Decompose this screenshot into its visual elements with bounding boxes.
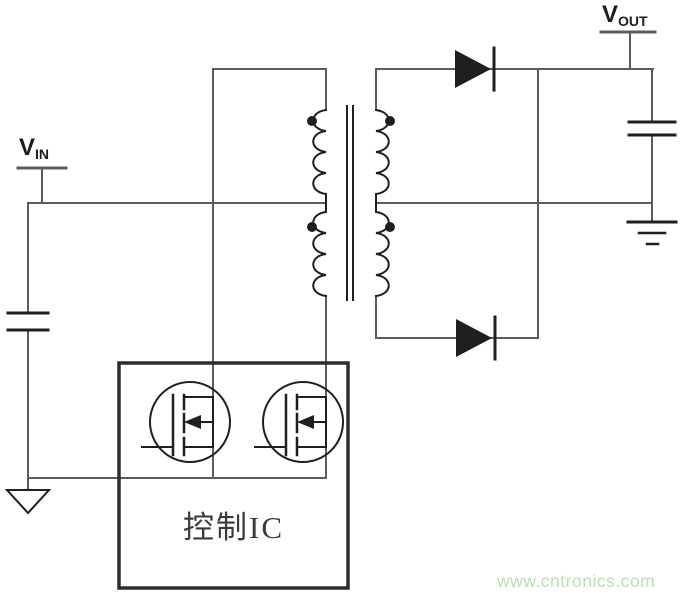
- mosfet-arrow-icon: [297, 415, 314, 429]
- mosfet-arrow-icon: [184, 415, 201, 429]
- diode-top: [455, 46, 496, 92]
- vin-label: VIN: [19, 134, 50, 162]
- earth-ground-icon: [626, 220, 678, 246]
- primary-winding-top: [312, 108, 328, 204]
- ground-arrow-icon: [4, 489, 52, 515]
- control-ic-label: 控制IC: [183, 510, 284, 545]
- secondary-winding-bottom: [374, 202, 390, 298]
- mosfet-body-circle: [149, 381, 231, 463]
- diode-anode-triangle: [455, 50, 491, 88]
- secondary-winding-top: [374, 108, 390, 204]
- polarity-dot-icon: [307, 222, 317, 232]
- watermark-text: www.cntronics.com: [497, 571, 656, 591]
- diode-bottom: [456, 315, 497, 361]
- polarity-dot-icon: [385, 222, 395, 232]
- wires: [27, 32, 654, 491]
- mosfet-body-circle: [262, 381, 344, 463]
- control-ic-box: [117, 361, 350, 590]
- input-capacitor: [6, 311, 50, 332]
- mosfet-left: [141, 381, 231, 463]
- output-capacitor: [627, 120, 677, 137]
- primary-winding-bottom: [312, 202, 328, 298]
- transformer: [307, 105, 395, 301]
- polarity-dot-icon: [307, 116, 317, 126]
- vout-label: VOUT: [602, 1, 648, 29]
- polarity-dot-icon: [385, 116, 395, 126]
- mosfet-right: [254, 381, 344, 463]
- diode-anode-triangle: [456, 319, 492, 357]
